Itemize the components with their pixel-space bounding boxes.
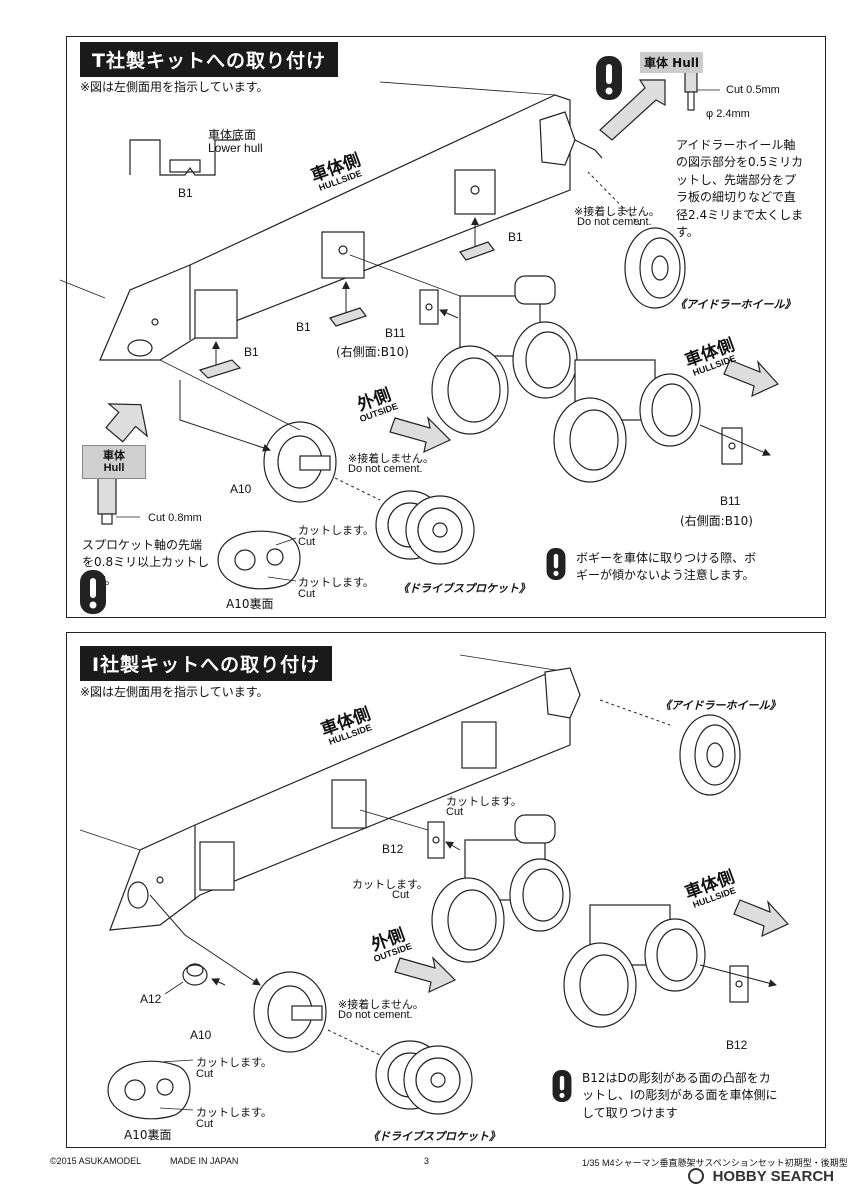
bogie-warning: ボギーを車体に取りつける際、ボギーが傾かないよう注意します。 (576, 551, 757, 583)
footer-product: 1/35 M4シャーマン垂直懸架サスペンションセット初期型・後期型 (582, 1158, 848, 1168)
b12-label-b: B12 (726, 1038, 748, 1052)
large-arrows-t (105, 79, 779, 454)
no-cement-i-jp: ※接着しません。 (338, 998, 424, 1011)
b1-label-top: B1 (178, 186, 193, 200)
cut-en-1-i: Cut (196, 1068, 214, 1080)
cut-en-2-t: Cut (298, 588, 316, 600)
a12-part (182, 963, 208, 986)
no-cement-2-en: Do not cement. (348, 463, 423, 475)
no-cement-1-en: Do not cement. (577, 216, 652, 228)
a10-back-t (217, 530, 301, 590)
watermark: HOBBY SEARCH (712, 1168, 834, 1185)
sprocket-hub-t (263, 421, 337, 503)
a10-back-i (107, 1060, 191, 1120)
idler-wheel-label-i: 《アイドラーホイール》 (660, 699, 781, 712)
cut-jp-top-i: カットします。 (446, 795, 522, 808)
warning-icon (596, 56, 622, 100)
b1-label-right: B1 (508, 230, 523, 244)
idler-instruction: アイドラーホイール軸の図示部分を0.5ミリカットし、先端部分をプラ板の細切りなど… (676, 138, 804, 239)
footer-page-number: 3 (424, 1156, 430, 1166)
bogie-t-secondary (553, 359, 701, 483)
a10-label-i: A10 (190, 1028, 212, 1042)
bogie-i-secondary (563, 904, 706, 1028)
bogie-t-main (431, 275, 578, 435)
b11-part-a (419, 289, 439, 325)
no-cement-1-jp: ※接着しません。 (574, 205, 660, 218)
lower-hull-label-en: Lower hull (208, 141, 263, 155)
hull-plate-t (59, 81, 603, 361)
no-cement-2-jp: ※接着しません。 (348, 452, 434, 465)
b1-label-mid: B1 (296, 320, 311, 334)
b12-part-b (729, 965, 749, 1003)
footer-made-in: MADE IN JAPAN (170, 1156, 239, 1166)
sprocket-label-i: 《ドライブスプロケット》 (368, 1130, 500, 1143)
large-arrows-i (394, 899, 789, 994)
cut-jp-2-t: カットします。 (298, 576, 374, 589)
lower-hull-detail (129, 139, 240, 176)
b11-label-a: B11 (385, 326, 406, 340)
sprocket-label-t: 《ドライブスプロケット》 (398, 582, 530, 595)
sprocket-hub-i (253, 971, 327, 1053)
idler-wheel-label-t: 《アイドラーホイール》 (675, 298, 796, 311)
cut-jp-1-t: カットします。 (298, 524, 374, 537)
hull-top-label: 車体 Hull (640, 52, 703, 73)
cut-05-label: Cut 0.5mm (726, 84, 780, 96)
a10-label-t: A10 (230, 482, 252, 496)
hull-box-left: 車体 Hull (82, 445, 146, 480)
warning-icon (552, 1070, 572, 1102)
b11-label-b: B11 (720, 494, 741, 508)
section-i-note: ※図は左側面用を指示しています。 (80, 685, 269, 699)
footer-copyright: ©2015 ASUKAMODEL (50, 1156, 142, 1166)
cut-en-1-t: Cut (298, 536, 316, 548)
drive-sprocket-i (375, 1040, 473, 1115)
watermark-logo-icon (688, 1168, 704, 1184)
idler-wheel-i (679, 714, 741, 796)
b12-label-a: B12 (382, 842, 404, 856)
sprocket-cut-instruction: スプロケット軸の先端を0.8ミリ以上カットします。 (82, 538, 210, 587)
lower-hull-label-jp: 車体底面 (208, 128, 257, 142)
b1-parts (198, 241, 495, 379)
cut-en-mid-i: Cut (392, 889, 410, 901)
warning-icon (80, 570, 106, 614)
idler-shaft-detail (684, 69, 720, 111)
b11-part-b (721, 427, 743, 465)
b1-label-left: B1 (244, 345, 259, 359)
cut-jp-1-i: カットします。 (196, 1056, 272, 1069)
section-t-title: T社製キットへの取り付け (80, 42, 338, 77)
drive-sprocket-t (375, 490, 475, 565)
b12-instruction: B12はDの彫刻がある面の凸部をカットし、Iの彫刻がある面を車体側にして取りつけ… (582, 1071, 778, 1120)
cut-jp-mid-i: カットします。 (352, 878, 428, 891)
bogie-i-main (431, 814, 571, 963)
cut-jp-2-i: カットします。 (196, 1106, 272, 1119)
section-t-note: ※図は左側面用を指示しています。 (80, 80, 269, 94)
a10-back-label-t: A10裏面 (226, 597, 274, 611)
b11-sub-a: (右側面:B10) (336, 345, 409, 359)
idler-wheel-t (624, 227, 686, 309)
cut-08-label: Cut 0.8mm (148, 512, 202, 524)
sprocket-shaft-detail (97, 477, 140, 525)
phi-24-label: φ 2.4mm (706, 108, 750, 120)
b11-sub-b: (右側面:B10) (680, 514, 753, 528)
warning-icon (546, 548, 566, 580)
a12-label: A12 (140, 992, 162, 1006)
hull-plate-i (79, 654, 581, 931)
no-cement-i-en: Do not cement. (338, 1009, 413, 1021)
b12-part-a (427, 821, 445, 859)
cut-en-2-i: Cut (196, 1118, 214, 1130)
hull-box-en: Hull (103, 462, 125, 475)
cut-en-top-i: Cut (446, 806, 464, 818)
hull-box-jp: 車体 (103, 449, 125, 462)
section-i-title: I社製キットへの取り付け (80, 646, 333, 681)
a10-back-label-i: A10裏面 (124, 1128, 172, 1142)
